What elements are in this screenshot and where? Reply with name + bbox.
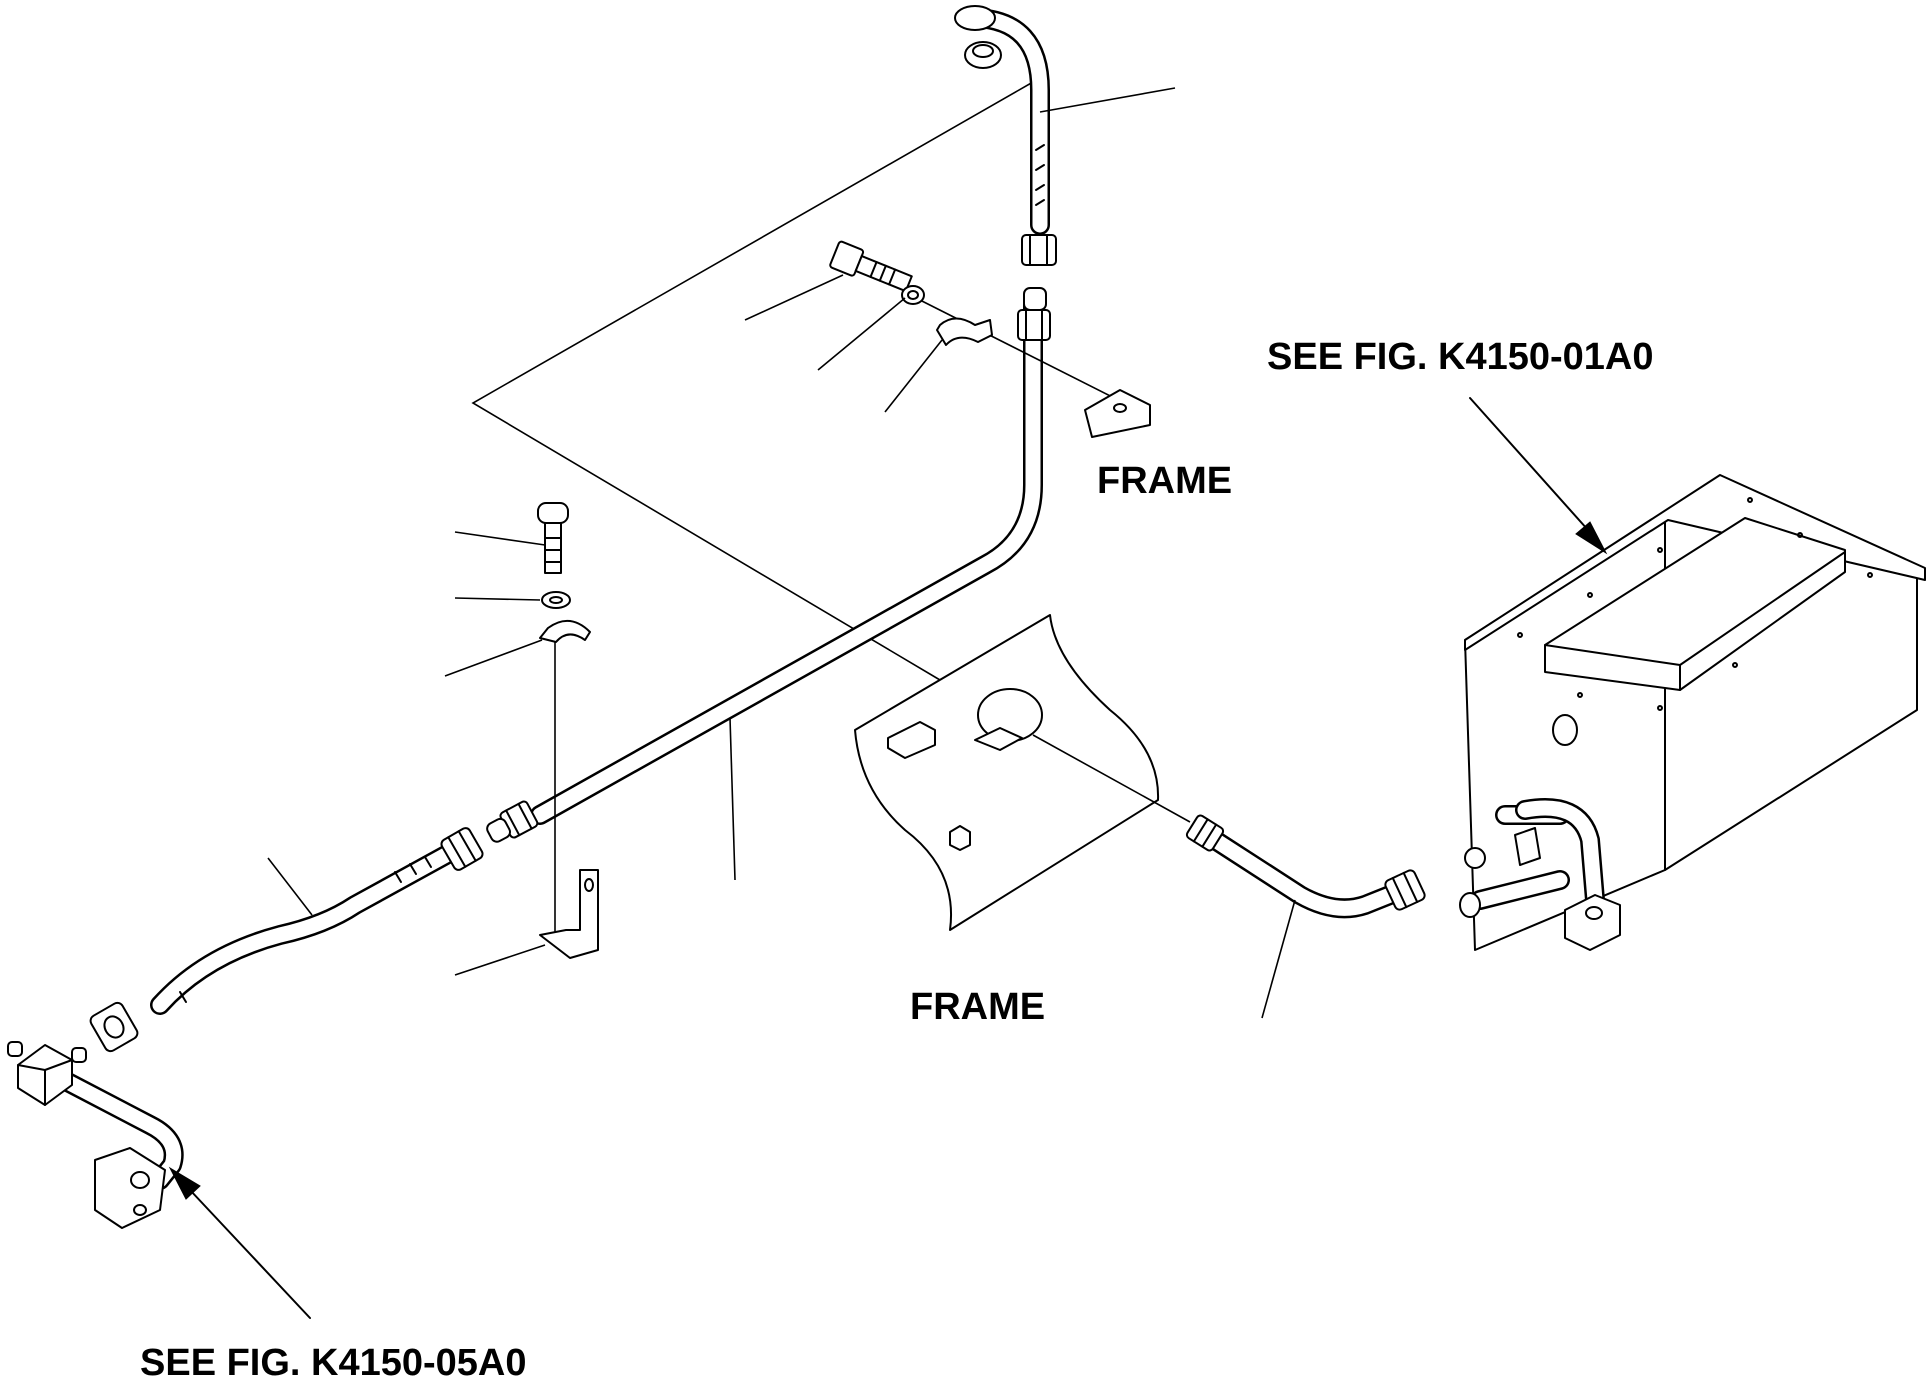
pump-elbow-pipe [7,1041,184,1229]
left-washer [541,591,571,609]
ref-arrow-tank [1469,397,1608,555]
left-flexible-hose [89,827,484,1053]
upper-bolt [829,240,913,293]
upper-washer [901,285,925,305]
main-steel-pipe [486,287,1051,843]
tank-port [1552,714,1578,746]
upper-hose-elbow [954,5,1057,266]
leader-lines [267,87,1296,1019]
lower-frame-panel [854,614,1160,931]
pump-flange [94,1147,166,1229]
see-fig-tank-label: SEE FIG. K4150-01A0 [1267,336,1654,378]
upper-pipe-clamp [936,317,993,346]
left-frame-bracket [539,869,599,959]
ref-arrow-pump [168,1166,311,1319]
upper-frame-bracket [1084,389,1151,438]
see-fig-pump-label: SEE FIG. K4150-05A0 [140,1342,527,1384]
frame-label-lower: FRAME [910,986,1046,1028]
tank-return-hose [1032,734,1426,919]
upper-clamp-group [829,240,1151,438]
hydraulic-tank [1459,474,1926,951]
left-clamp-group [537,502,599,959]
left-pipe-clamp [539,620,591,643]
left-bolt [537,502,569,574]
frame-label-upper: FRAME [1097,460,1233,502]
